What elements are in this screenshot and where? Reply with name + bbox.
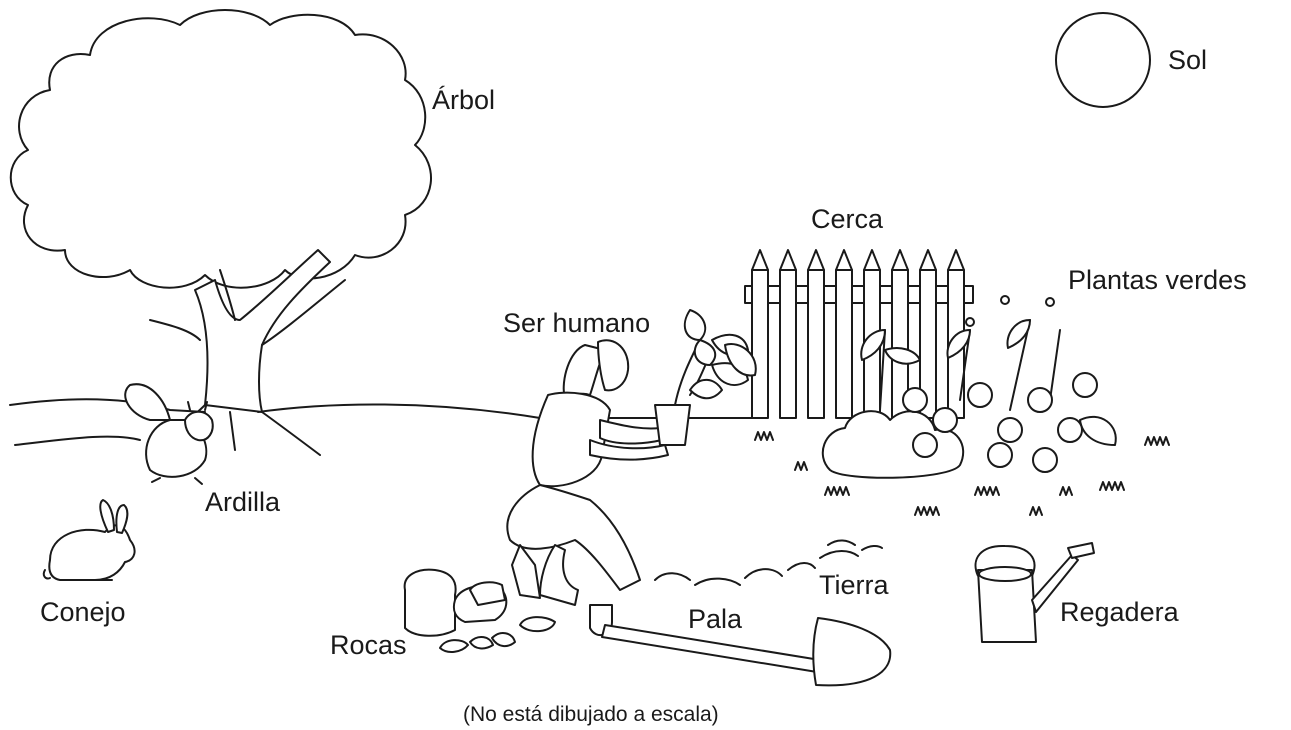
label-sun: Sol [1168,45,1208,75]
label-fence: Cerca [811,204,884,234]
label-tree: Árbol [432,85,496,115]
label-human: Ser humano [503,308,651,338]
squirrel [124,383,214,485]
green-plants [821,295,1117,479]
label-green-plants: Plantas verdes [1068,265,1247,295]
sun [1055,12,1151,108]
grass [754,431,1170,516]
label-shovel: Pala [688,604,743,634]
fence [744,249,974,419]
label-rocks: Rocas [330,630,407,660]
label-soil: Tierra [819,570,889,600]
label-watering-can: Regadera [1060,597,1179,627]
label-rabbit: Conejo [40,597,126,627]
rabbit [42,499,136,581]
watering-can [974,542,1095,643]
scale-note: (No está dibujado a escala) [463,703,719,726]
soil [654,539,883,586]
label-squirrel: Ardilla [205,487,281,517]
rocks [403,568,556,653]
shovel [589,604,892,687]
tree [9,9,432,456]
human [506,309,757,606]
